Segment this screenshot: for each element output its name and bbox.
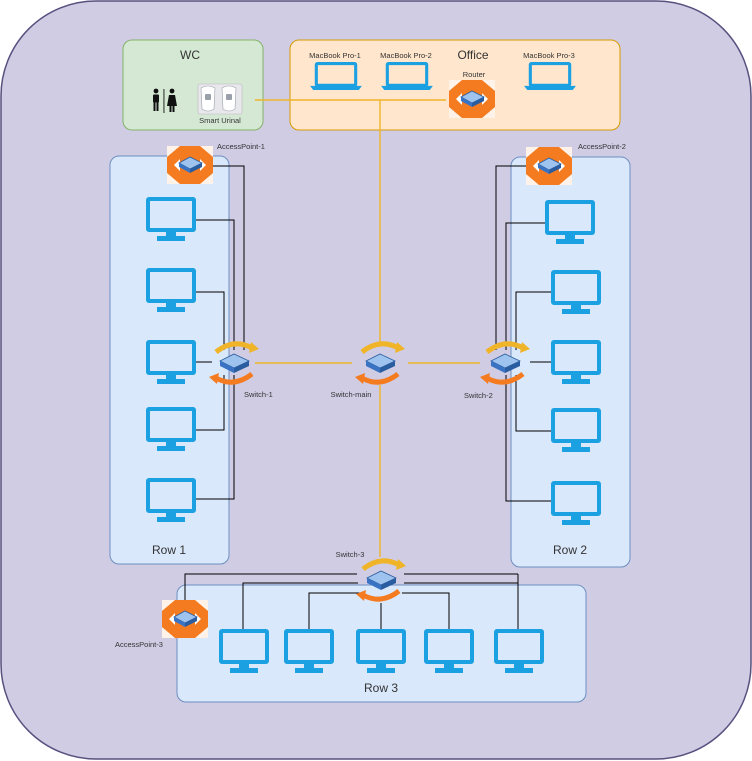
access-point-icon: [525, 147, 573, 185]
access-point-2-label: AccessPoint-2: [578, 142, 626, 151]
row3-label: Row 3: [364, 681, 398, 695]
laptop-label: MacBook Pro-3: [523, 51, 575, 60]
urinal-icon: [197, 83, 243, 115]
router-label: Router: [463, 70, 486, 79]
row2-zone: [510, 156, 631, 568]
access-point-3-label: AccessPoint-3: [115, 640, 163, 649]
switch-2-label: Switch-2: [464, 391, 493, 400]
row2-label: Row 2: [553, 543, 587, 557]
router-icon: [448, 80, 496, 118]
smart-urinal-label: Smart Urinal: [199, 116, 241, 125]
access-point-icon: [166, 146, 214, 184]
row1-access-links: [190, 165, 245, 500]
row1-label: Row 1: [152, 543, 186, 557]
row1-zone: [109, 155, 230, 565]
switch-main-label: Switch-main: [331, 390, 372, 399]
laptop-label: MacBook Pro-1: [309, 51, 361, 60]
access-point-icon: [161, 600, 209, 638]
switch-1-label: Switch-1: [244, 390, 273, 399]
wc-label: WC: [180, 48, 200, 62]
restroom-icon: [153, 88, 177, 113]
access-point-1-label: AccessPoint-1: [217, 142, 265, 151]
switch-3-label: Switch-3: [336, 550, 365, 559]
office-label: Office: [457, 48, 488, 62]
trunk-links: [255, 99, 480, 557]
laptop-label: MacBook Pro-2: [380, 51, 432, 60]
